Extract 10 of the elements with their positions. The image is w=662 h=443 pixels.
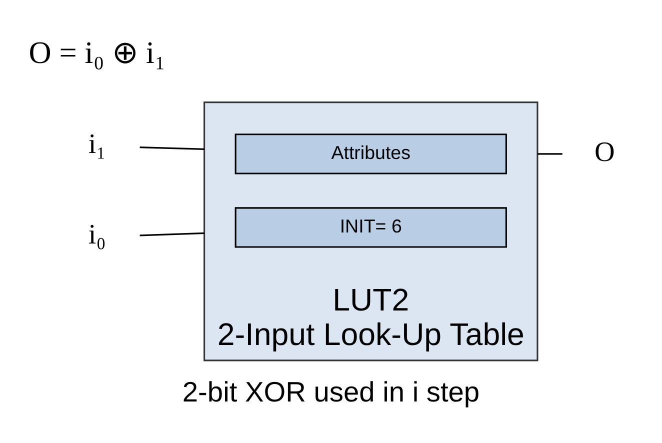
node-box: Attributes bbox=[234, 133, 507, 174]
connector bbox=[140, 146, 204, 150]
node-text: i₁ bbox=[88, 128, 106, 160]
node-text: i₀ bbox=[88, 219, 106, 250]
caption: 2-bit XOR used in i step bbox=[182, 376, 480, 408]
label: O = i₀ ⊕ i₁ bbox=[28, 34, 166, 70]
node-text: O bbox=[594, 136, 615, 168]
connector bbox=[140, 232, 204, 236]
connector bbox=[537, 152, 562, 154]
node-box: INIT= 6 bbox=[234, 206, 507, 248]
